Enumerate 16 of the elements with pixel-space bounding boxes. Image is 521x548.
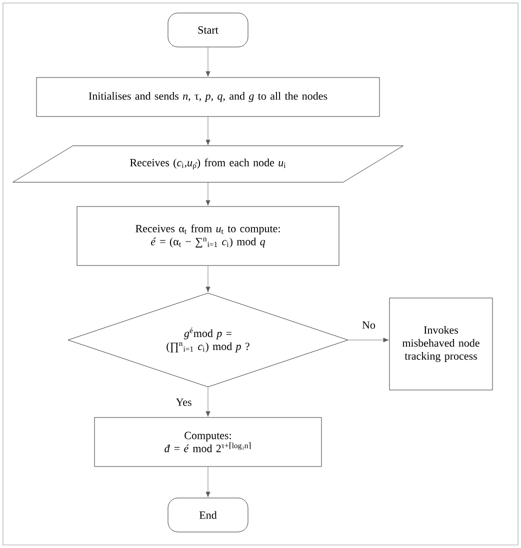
input-parallelogram: Receives (c$_{i}$,u$_{ρ̂}$) from each node u$_{i}$ <box>12 146 404 182</box>
terminal-box: End <box>168 498 248 532</box>
edge-label: Yes <box>174 398 193 407</box>
arrow <box>206 466 210 498</box>
process-box: Initialises and sends n, τ, p, q, and g to all the nodes <box>36 77 380 117</box>
terminal-box: Start <box>168 12 248 48</box>
arrow <box>206 182 210 206</box>
arrow <box>348 338 389 342</box>
arrow <box>206 47 210 77</box>
edge-label: No <box>361 320 376 330</box>
arrow <box>206 387 210 417</box>
arrow <box>206 116 210 146</box>
process-box: Receives α$_{t}$ from u$_{t}$ to compute: é = (α$_{t}$ − ∑$^{n}$$_{i=1}$ c$_{i}$) mod q <box>76 206 340 266</box>
process-box: Computes: đ = é mod 2$^{τ+⌈log₂n⌉}$ <box>94 417 322 467</box>
arrow <box>206 266 210 292</box>
process-box: Invokes misbehaved node tracking process <box>389 298 493 390</box>
